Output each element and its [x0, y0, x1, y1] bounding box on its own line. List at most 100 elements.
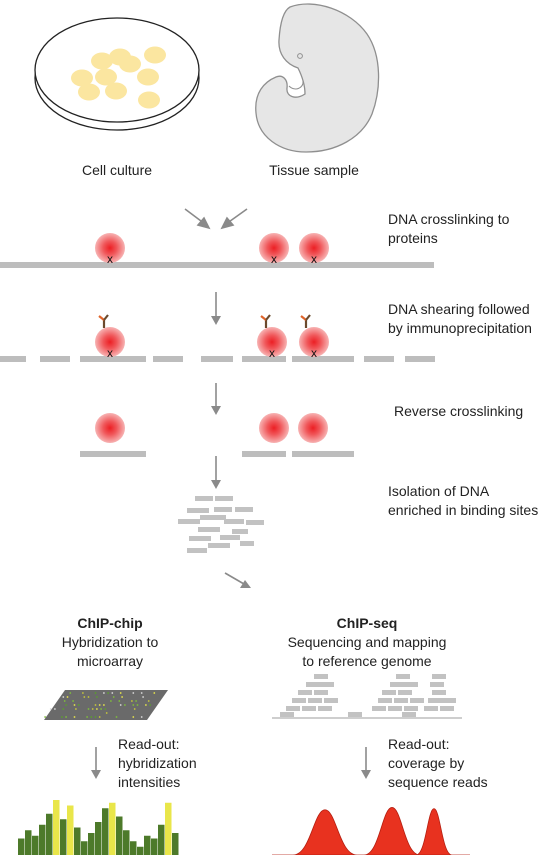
cell [91, 52, 113, 70]
array-spot [119, 692, 122, 694]
crosslink-mark: x [311, 252, 317, 266]
cell [137, 68, 159, 86]
array-spot [115, 716, 118, 718]
array-spot [145, 704, 147, 706]
array-spot [131, 700, 133, 702]
crosslink-mark: x [107, 346, 113, 360]
chip-chip-readout-1: Read-out: [118, 736, 179, 752]
sequence-read [318, 706, 332, 711]
dna-fragment [224, 519, 244, 524]
down-arrow [361, 747, 371, 779]
sequence-read [306, 682, 320, 687]
array-spot [49, 708, 52, 710]
array-spot [96, 708, 98, 710]
sequence-read [430, 682, 444, 687]
cell [78, 83, 100, 101]
dna-fragment [80, 451, 146, 457]
cell [95, 68, 117, 86]
chip-seq-subtitle-2: to reference genome [302, 653, 431, 669]
sequence-read [442, 698, 456, 703]
array-spot [132, 692, 135, 694]
down-arrow [211, 383, 221, 415]
sequence-read [428, 698, 442, 703]
dna-fragment [80, 356, 146, 362]
sequence-read [308, 698, 322, 703]
sequence-read [396, 674, 410, 679]
intensity-bar [74, 827, 81, 855]
array-spot [86, 716, 88, 718]
antibody-icon [260, 314, 271, 328]
array-spot [62, 708, 65, 710]
array-spot [90, 716, 93, 718]
protein: x [299, 327, 329, 360]
array-spot [94, 692, 97, 694]
array-spot [91, 708, 94, 710]
array-spot [83, 696, 86, 698]
down-arrow [211, 456, 221, 489]
protein [259, 413, 289, 443]
array-spot [132, 704, 135, 706]
dna-fragment [214, 507, 232, 512]
array-spot [103, 704, 105, 706]
sequence-read [314, 674, 328, 679]
array-spot [66, 696, 69, 698]
intensity-bar [32, 835, 39, 855]
dna-fragment [201, 356, 233, 362]
antibody-icon [300, 314, 311, 328]
cell [138, 91, 160, 109]
dna-fragment [200, 515, 226, 520]
array-spot [153, 692, 156, 694]
protein-body [259, 413, 289, 443]
dna-fragment [242, 356, 286, 362]
chip-chip-subtitle-1: Hybridization to [62, 634, 159, 650]
crosslink-mark: x [271, 252, 277, 266]
array-spot [105, 712, 108, 714]
mapped-reads-icon [272, 674, 462, 719]
protein [95, 413, 125, 443]
antibody-icon [98, 314, 109, 328]
array-spot [98, 716, 101, 718]
dna-fragment [215, 496, 233, 501]
chip-chip-title: ChIP-chip [77, 615, 142, 631]
intensity-bar [130, 841, 137, 855]
sequence-read [298, 690, 312, 695]
dna-fragment [232, 529, 248, 534]
sequence-read [390, 682, 404, 687]
array-spot [135, 700, 138, 702]
dna-fragment [198, 527, 220, 532]
coverage-peak [272, 807, 470, 856]
converging-arrows [184, 208, 248, 230]
crosslink-mark: x [311, 346, 317, 360]
sequence-read [398, 690, 412, 695]
array-spot [103, 692, 105, 694]
protein-body [257, 327, 287, 357]
array-spot [82, 692, 84, 694]
hybridization-intensity-bars [18, 800, 179, 855]
array-spot [100, 708, 102, 710]
sequence-read [314, 690, 328, 695]
protein: x [259, 233, 289, 266]
cell [105, 82, 127, 100]
sequence-coverage-peaks [272, 807, 470, 856]
sequence-read [348, 712, 362, 717]
dna-fragment [208, 543, 230, 548]
step-crosslinking-label-2: proteins [388, 230, 438, 246]
protein-body [95, 233, 125, 263]
sequence-read [324, 698, 338, 703]
array-spot [147, 700, 150, 702]
intensity-bar [158, 824, 165, 855]
step-reverse-crosslinking [80, 413, 354, 457]
array-spot [118, 700, 121, 702]
array-spot [44, 716, 46, 718]
array-spot [62, 696, 65, 698]
intensity-bar [88, 833, 95, 855]
dna-fragment [220, 535, 240, 540]
intensity-bar [53, 800, 60, 855]
array-spot [65, 704, 67, 706]
dna-fragment [240, 541, 254, 546]
array-spot [96, 696, 98, 698]
sequence-read [404, 706, 418, 711]
array-spot [119, 704, 122, 706]
sequence-read [440, 706, 454, 711]
